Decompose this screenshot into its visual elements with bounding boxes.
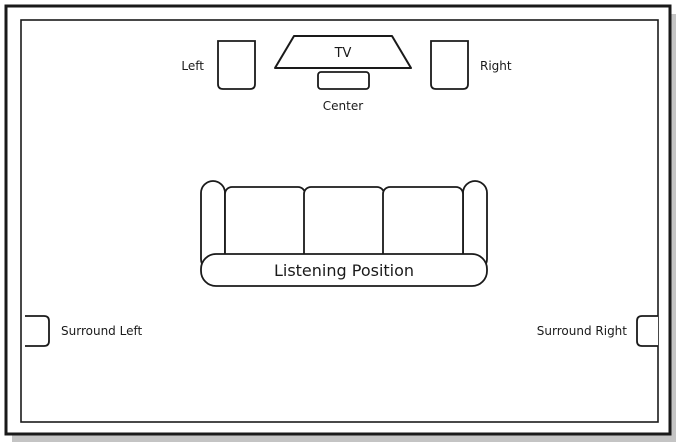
- right-speaker-label: Right: [480, 59, 512, 73]
- couch-cushion-1: [224, 186, 306, 264]
- surround-right-speaker-label: Surround Right: [537, 324, 627, 338]
- couch: Listening Position: [200, 180, 488, 287]
- right-speaker-box: [430, 40, 469, 90]
- tv-label: TV: [334, 46, 352, 61]
- left-speaker-box: [217, 40, 256, 90]
- center-speaker: Center: [317, 71, 370, 113]
- tv-shape: [274, 35, 412, 69]
- couch-seat-base: [200, 253, 488, 287]
- room-inner-wall: [20, 19, 659, 423]
- right-speaker: Right: [430, 40, 512, 90]
- surround-right-speaker: Surround Right: [537, 315, 658, 347]
- surround-left-speaker-box: [25, 315, 50, 347]
- couch-cushion-2: [303, 186, 385, 264]
- left-speaker: Left: [181, 40, 256, 90]
- surround-right-speaker-box: [636, 315, 658, 347]
- surround-left-speaker-label: Surround Left: [61, 324, 142, 338]
- listening-position-label: Listening Position: [274, 261, 414, 280]
- center-speaker-box: [317, 71, 370, 90]
- tv: TV: [274, 35, 412, 69]
- left-speaker-label: Left: [181, 59, 204, 73]
- couch-cushion-3: [382, 186, 464, 264]
- surround-left-speaker: Surround Left: [25, 315, 142, 347]
- center-speaker-label: Center: [323, 99, 363, 113]
